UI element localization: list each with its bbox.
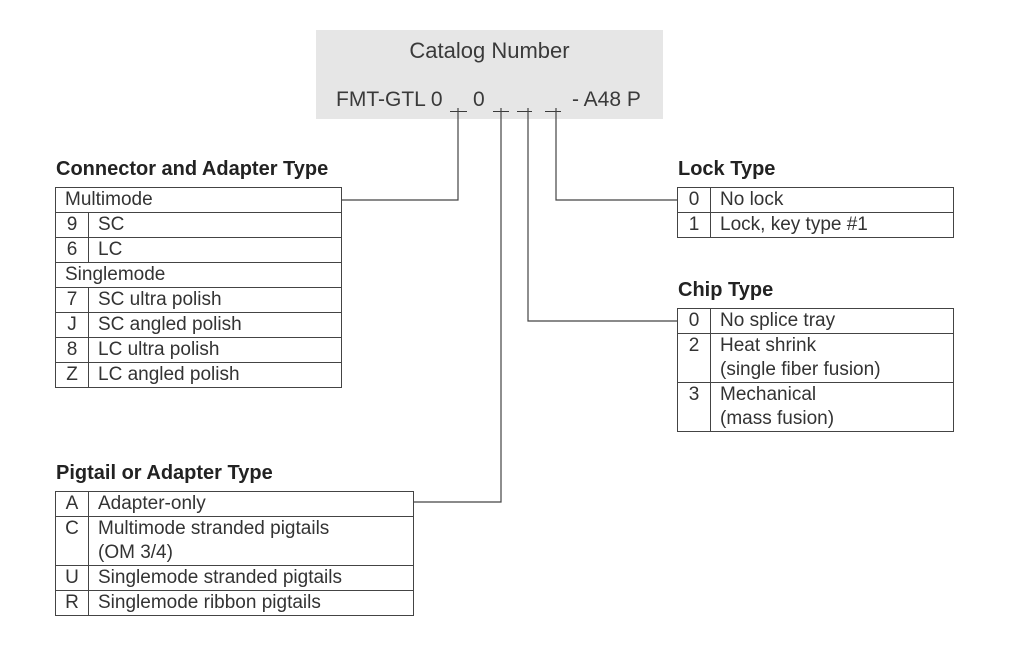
table-row: 0 No lock [677,187,954,213]
option-label: LC ultra polish [88,337,342,363]
catalog-title: Catalog Number [409,38,570,63]
table-row: C Multimode stranded pigtails (OM 3/4) [55,516,414,566]
option-code: 1 [677,212,711,238]
lock-blank [545,111,561,112]
table-row: Z LC angled polish [55,362,342,388]
option-label: SC [88,212,342,238]
option-code: Z [55,362,89,388]
option-label-multiline: Multimode stranded pigtails (OM 3/4) [88,516,414,566]
catalog-number-box: Catalog Number FMT-GTL 0 0 - A48 P [316,30,663,119]
option-label: Lock, key type #1 [710,212,954,238]
option-label: Mechanical [720,384,817,405]
catalog-middle: 0 [473,88,485,111]
connector-table: Multimode 9 SC 6 LC Singlemode 7 SC ultr… [55,187,342,388]
table-row: 8 LC ultra polish [55,337,342,363]
option-code: R [55,590,89,616]
chip-leader-line [527,108,677,322]
table-row: 1 Lock, key type #1 [677,212,954,238]
table-row: 7 SC ultra polish [55,287,342,313]
table-row: 0 No splice tray [677,308,954,334]
option-code: 2 [677,333,711,383]
option-code: A [55,491,89,517]
option-label-detail: (single fiber fusion) [720,359,881,380]
table-row: 3 Mechanical (mass fusion) [677,382,954,432]
table-row: 9 SC [55,212,342,238]
option-label: Multimode stranded pigtails [98,518,330,539]
option-code: 7 [55,287,89,313]
option-code: U [55,565,89,591]
table-row: 2 Heat shrink (single fiber fusion) [677,333,954,383]
option-code: 8 [55,337,89,363]
option-label: LC [88,237,342,263]
option-label: SC angled polish [88,312,342,338]
option-label-detail: (mass fusion) [720,408,835,429]
option-label: LC angled polish [88,362,342,388]
connector-leader-line [342,108,459,201]
catalog-code: FMT-GTL 0 0 - A48 P [316,88,663,114]
option-label: Singlemode stranded pigtails [88,565,414,591]
table-row: A Adapter-only [55,491,414,517]
option-label: Singlemode ribbon pigtails [88,590,414,616]
lock-section-title: Lock Type [678,158,776,180]
lock-leader-line [555,108,677,201]
catalog-suffix: - A48 P [572,88,641,111]
table-row: R Singlemode ribbon pigtails [55,590,414,616]
option-label: Heat shrink [720,335,817,356]
table-row: 6 LC [55,237,342,263]
table-row: J SC angled polish [55,312,342,338]
option-label: SC ultra polish [88,287,342,313]
option-label-multiline: Heat shrink (single fiber fusion) [710,333,954,383]
option-label: No lock [710,187,954,213]
connector-section-title: Connector and Adapter Type [56,158,329,180]
option-code: 9 [55,212,89,238]
group-label-multimode: Multimode [55,187,342,213]
group-label-singlemode: Singlemode [55,262,342,288]
option-code: C [55,516,89,566]
catalog-prefix: FMT-GTL 0 [336,88,443,111]
option-code: 3 [677,382,711,432]
pigtail-leader-line [414,108,502,503]
option-label: No splice tray [710,308,954,334]
option-label: Adapter-only [88,491,414,517]
lock-table: 0 No lock 1 Lock, key type #1 [677,187,954,238]
option-label-detail: (OM 3/4) [98,542,173,563]
pigtail-section-title: Pigtail or Adapter Type [56,462,273,484]
option-code: 6 [55,237,89,263]
chip-table: 0 No splice tray 2 Heat shrink (single f… [677,308,954,432]
option-code: J [55,312,89,338]
chip-blank [517,111,532,112]
option-code: 0 [677,187,711,213]
option-label-multiline: Mechanical (mass fusion) [710,382,954,432]
pigtail-table: A Adapter-only C Multimode stranded pigt… [55,491,414,616]
table-row: U Singlemode stranded pigtails [55,565,414,591]
option-code: 0 [677,308,711,334]
chip-section-title: Chip Type [678,279,774,301]
